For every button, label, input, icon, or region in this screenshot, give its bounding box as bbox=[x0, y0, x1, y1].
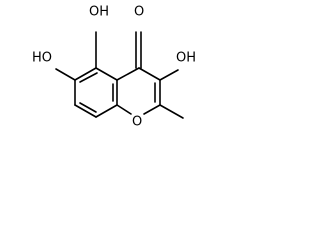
bond-c2-o1 bbox=[143, 104, 161, 115]
bond-c2-methyl bbox=[159, 104, 184, 119]
bond-c4a-c4 bbox=[116, 67, 140, 81]
bond-c7-c8 bbox=[74, 104, 97, 118]
bond-c4a-c5 bbox=[95, 67, 118, 81]
structure-diagram: OH HO O OH O bbox=[0, 0, 244, 138]
bond-c5-c6-inner bbox=[79, 72, 98, 83]
bond-c6-oh bbox=[55, 68, 76, 81]
atom-label-oh3: OH bbox=[176, 51, 196, 66]
bond-c8-c8a bbox=[95, 104, 118, 118]
atom-label-oh6: HO bbox=[32, 51, 52, 66]
atom-label-oh5: OH bbox=[89, 5, 109, 20]
bond-c3-oh bbox=[159, 69, 179, 81]
bond-c5-c6 bbox=[74, 67, 97, 81]
atom-label-o1: O bbox=[132, 115, 142, 130]
bond-c4-c3 bbox=[138, 67, 161, 81]
bond-o1-c8a bbox=[116, 104, 132, 115]
molecule-drawing: OH HO O OH O bbox=[32, 5, 196, 130]
atom-label-o4: O bbox=[134, 5, 144, 20]
bond-c7-c8-inner bbox=[79, 102, 97, 113]
